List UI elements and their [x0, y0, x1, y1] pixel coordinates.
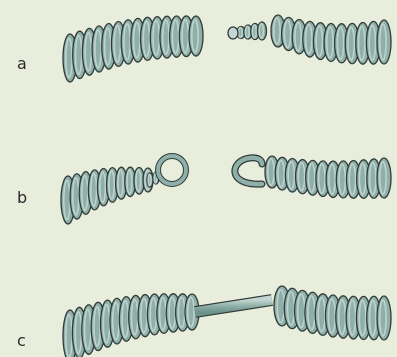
panel-b-eye-loop-fill	[158, 156, 186, 184]
panel-c-bridge	[195, 300, 272, 312]
panel-c-left-coil	[63, 294, 199, 357]
panel-a-left-coil	[63, 16, 203, 82]
panel-b-right-coil	[265, 156, 391, 198]
panel-b-left-coil	[61, 167, 153, 224]
panel-c-right-coil	[274, 286, 391, 340]
panel-a-tip-opening	[228, 27, 238, 39]
panel-a-right-coil	[271, 15, 391, 64]
